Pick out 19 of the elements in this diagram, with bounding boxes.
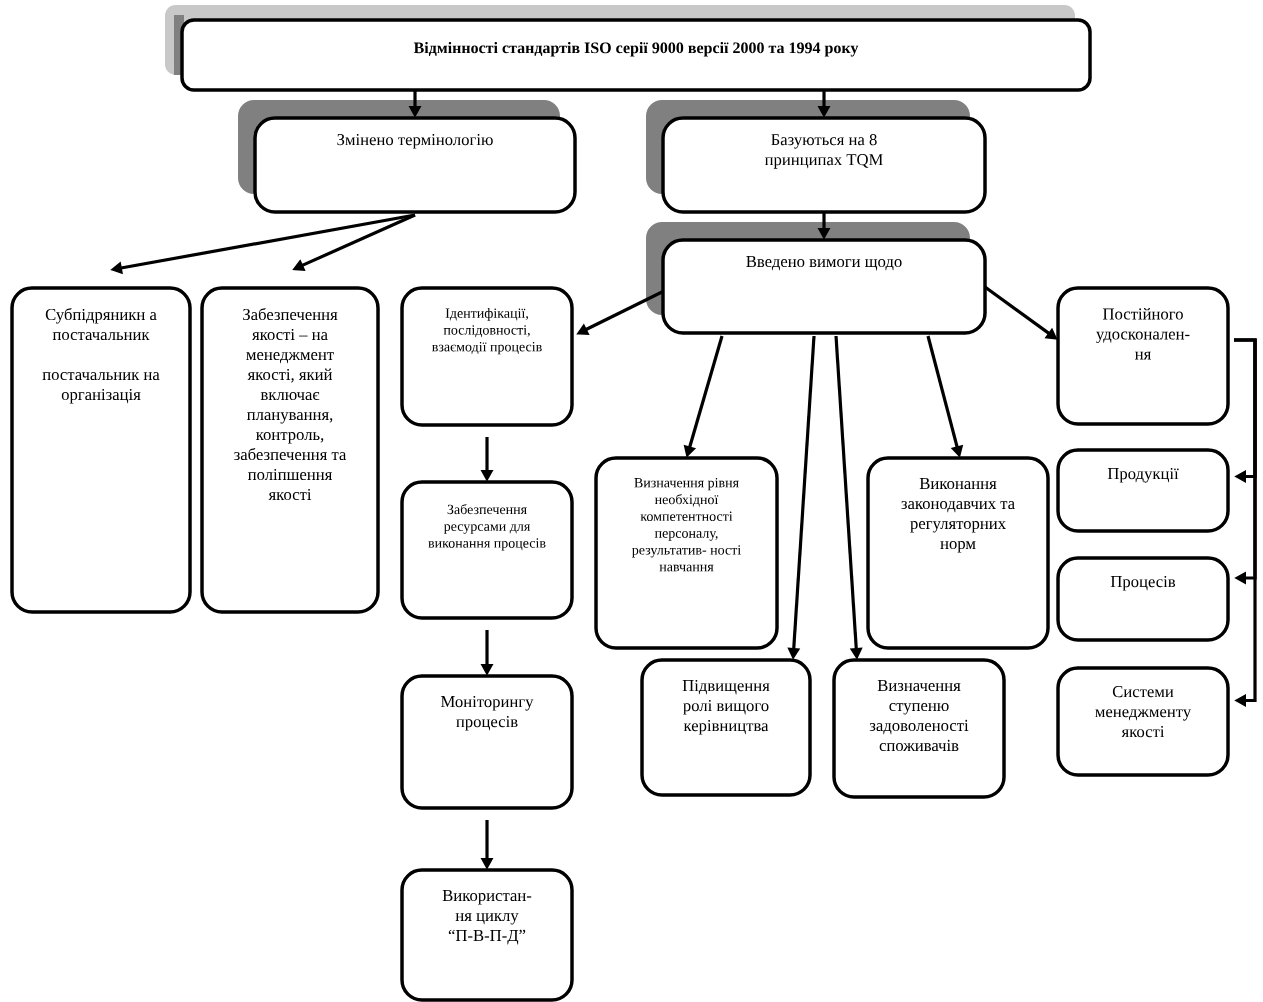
process-box: Забезпечення якості – на менеджмент якості, який включає планування, контроль, забезпечення та поліпшення якості <box>200 286 380 614</box>
arrow <box>1234 338 1257 707</box>
process-box: Забезпечення ресурсами для виконання процесів <box>400 480 574 620</box>
process-box: Моніторингу процесів <box>400 674 574 810</box>
process-box: Постійного удосконален- ня <box>1056 286 1230 426</box>
process-box: Базуються на 8 принципах TQM <box>661 116 987 214</box>
title-box: Відмінності стандартів ISO серії 9000 версії 2000 та 1994 року <box>180 18 1092 92</box>
process-box: Визначення рівня необхідної компетентності персоналу, результатив- ності навчання <box>594 456 779 650</box>
process-box: Продукції <box>1056 448 1230 533</box>
process-box: Виконання законодавчих та регуляторних норм <box>866 456 1050 650</box>
process-box: Змінено термінологію <box>253 116 577 214</box>
process-box: Системи менеджменту якості <box>1056 666 1230 777</box>
process-box: Використан- ня циклу “П-В-П-Д” <box>400 868 574 1002</box>
process-box: Визначення ступеню задоволеності споживачів <box>832 658 1006 799</box>
process-box: Підвищення ролі вищого керівництва <box>640 658 812 797</box>
process-box: Процесів <box>1056 556 1230 642</box>
process-box: Ідентифікації, послідовності, взаємодії процесів <box>400 286 574 427</box>
process-box: Введено вимоги щодо <box>661 238 987 335</box>
process-box: Субпідряникн а постачальник постачальник на організація <box>10 286 192 614</box>
